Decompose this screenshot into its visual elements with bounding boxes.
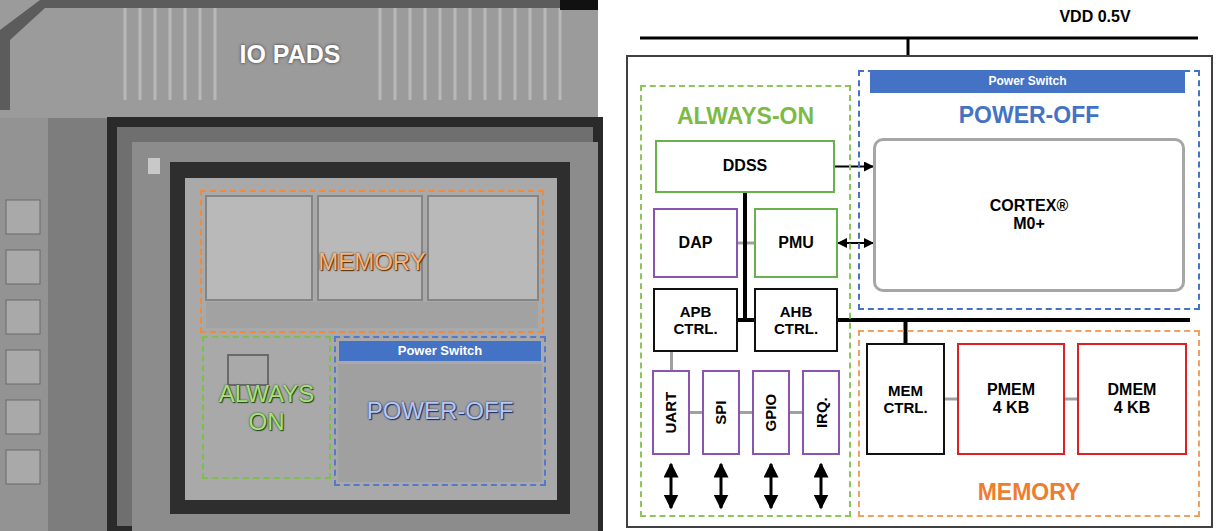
block-box: PMU — [754, 208, 838, 278]
peripheral-box: SPI — [702, 370, 740, 455]
cpu-box: CORTEX® M0+ — [873, 138, 1185, 292]
region-label: ALWAYS ON — [217, 380, 317, 435]
block-label: IRQ. — [812, 397, 829, 428]
block-label: AHB CTRL. — [765, 303, 827, 338]
block-box: APB CTRL. — [653, 288, 738, 352]
memory-periphery — [206, 302, 538, 328]
io-arrows — [671, 464, 821, 508]
die-region: ALWAYS ON — [202, 336, 331, 479]
left-pads — [6, 200, 40, 484]
chip-outline — [627, 56, 1212, 527]
io-arrow — [670, 464, 673, 508]
block-label: UART — [662, 392, 679, 434]
die-mark — [148, 158, 160, 174]
photo-label-box: IO PADS — [150, 40, 430, 69]
signal-arrow — [835, 166, 873, 168]
io-pad-band — [0, 0, 598, 118]
block-label: PMEM 4 KB — [981, 381, 1041, 418]
supply-label-box: VDD 0.5V — [1010, 8, 1180, 26]
link-line — [945, 398, 957, 401]
peripheral-box: GPIO — [752, 370, 790, 455]
die-region: MEMORY — [200, 190, 544, 333]
signal-arrow — [838, 242, 873, 244]
power-switch-bar: Power Switch — [339, 341, 541, 361]
logic-area — [338, 364, 542, 482]
block-label: SPI — [712, 400, 729, 424]
domain-region: POWER-OFF Power SwitchCORTEX® M0+ — [858, 70, 1200, 310]
vdd-rail — [640, 37, 1198, 40]
block-label: PMU — [778, 234, 814, 252]
vdd-stem — [907, 38, 910, 56]
link-line — [1065, 398, 1077, 401]
die-corner — [0, 0, 598, 110]
block-box: MEM CTRL. — [866, 343, 945, 455]
die-inner — [132, 142, 598, 531]
domain-region: MEMORY MEM CTRL. PMEM 4 KB DMEM 4 KB — [858, 330, 1200, 517]
photo-label: IO PADS — [240, 40, 341, 69]
link-line — [740, 411, 752, 414]
die-region: POWER-OFF Power Switch — [334, 336, 546, 486]
domain-region: ALWAYS-ON DDSS DAP PMU APB CTRL. AHB CTRL. UAR… — [640, 85, 851, 517]
switch-label: Power Switch — [988, 75, 1066, 89]
region-label: MEMORY — [318, 248, 426, 276]
block-label: MEM CTRL. — [878, 382, 934, 417]
block-label: GPIO — [762, 394, 779, 432]
seal-ring — [112, 122, 598, 531]
bus-line — [900, 318, 1190, 322]
region-heading: POWER-OFF — [959, 102, 1100, 128]
memory-box: PMEM 4 KB — [957, 343, 1065, 455]
block-box: AHB CTRL. — [754, 288, 838, 352]
left-pad-column — [0, 118, 48, 531]
photo-edge — [560, 0, 598, 10]
power-switch-bar: Power Switch — [870, 70, 1185, 93]
core-area — [185, 178, 557, 500]
core-frame — [170, 162, 570, 514]
block-box: DDSS — [655, 140, 835, 193]
block-label: APB CTRL. — [665, 303, 727, 338]
die-base — [0, 0, 598, 531]
block-box: DAP — [653, 208, 738, 278]
region-label: POWER-OFF — [367, 397, 514, 425]
switch-label: Power Switch — [398, 344, 483, 359]
block-label: DDSS — [723, 157, 767, 175]
bus-connector — [745, 193, 754, 320]
peripheral-box: UART — [652, 370, 690, 455]
io-arrow — [770, 464, 773, 508]
link-line — [690, 411, 702, 414]
region-heading: MEMORY — [978, 479, 1081, 505]
die-photo — [0, 0, 598, 531]
memory-box: DMEM 4 KB — [1077, 343, 1187, 455]
peripheral-box: IRQ. — [802, 370, 840, 455]
io-arrow — [820, 464, 823, 508]
supply-label: VDD 0.5V — [1059, 8, 1130, 26]
io-pad-stripes — [125, 6, 560, 100]
block-label: CORTEX® M0+ — [984, 197, 1074, 234]
link-line — [670, 352, 673, 370]
link-line — [790, 411, 802, 414]
block-label: DAP — [679, 234, 713, 252]
region-heading: ALWAYS-ON — [677, 103, 814, 129]
io-arrow — [720, 464, 723, 508]
memory-macros — [206, 196, 538, 300]
block-label: DMEM 4 KB — [1102, 381, 1162, 418]
